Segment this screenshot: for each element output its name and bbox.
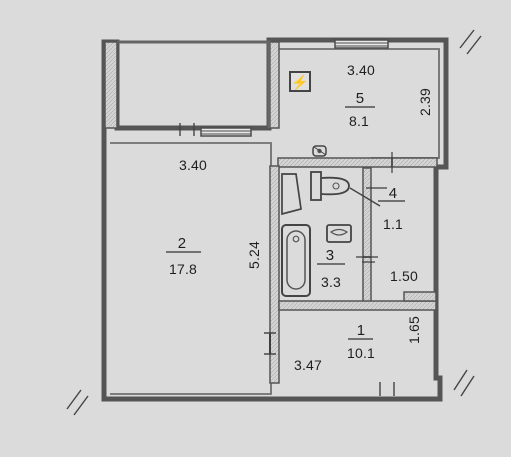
walls <box>101 37 449 402</box>
room1-width-label: 3.47 <box>294 357 322 373</box>
room5-depth-label: 2.39 <box>417 88 433 116</box>
sink <box>326 224 352 243</box>
room3-depth-label: 1.50 <box>390 268 418 284</box>
room3-number-label: 3 <box>326 247 335 264</box>
top-extension <box>104 40 271 129</box>
room3-area-label: 3.3 <box>321 274 341 290</box>
wall-divider-bottom-service <box>278 300 437 311</box>
mark-exterior-bottom-right-2 <box>460 375 475 397</box>
mark-room4-diagonal <box>349 187 381 207</box>
washing-board <box>281 173 302 216</box>
window-kitchen <box>334 39 389 49</box>
mark-exterior-top-right-2 <box>466 35 482 55</box>
top-extension-wall <box>104 41 118 129</box>
mark-exterior-bottom-left-2 <box>73 395 89 416</box>
room5-width-label: 3.40 <box>347 62 375 78</box>
wall-divider-living-kitchen <box>269 41 280 129</box>
mark-small-arrow <box>313 146 327 156</box>
fixtures: ⚡ <box>281 71 352 297</box>
toilet-cistern <box>310 171 322 201</box>
wall-divider-upper-service <box>277 157 438 168</box>
labels: 3.40 5 8.1 2.39 3.40 2 17.8 5.24 4 1.1 3… <box>166 62 433 373</box>
mark-exterior-bottom-left <box>66 389 82 410</box>
electrical-panel <box>289 71 311 92</box>
bathtub-drain <box>292 235 300 243</box>
mark-exterior-bottom-right <box>453 369 468 391</box>
bathtub-inner <box>286 230 306 290</box>
doors <box>264 152 393 355</box>
electrical-panel-symbol: ⚡ <box>291 74 309 91</box>
outer-wall-main <box>101 37 449 402</box>
wall-divider-right-closet <box>403 291 437 302</box>
wall-divider-small-closet <box>362 167 372 310</box>
windows <box>200 39 389 137</box>
room4-area-label: 1.1 <box>383 216 403 232</box>
kitchen-sink <box>312 145 327 157</box>
room5-number-label: 5 <box>356 90 365 107</box>
sink-bowl <box>329 228 349 236</box>
room1-area-label: 10.1 <box>347 345 375 361</box>
toilet-seat <box>332 182 340 190</box>
room2-depth-label: 5.24 <box>246 241 262 269</box>
bathtub <box>281 224 311 297</box>
room2-width-label: 3.40 <box>179 157 207 173</box>
room4-number-label: 4 <box>389 185 398 202</box>
room1-number-label: 1 <box>357 322 366 339</box>
toilet-bowl <box>320 176 350 196</box>
room2-area-label: 17.8 <box>169 261 197 277</box>
top-extension-frame <box>117 40 271 128</box>
window-living-room <box>200 127 252 137</box>
room5-area-label: 8.1 <box>349 113 369 129</box>
mark-exterior-top-right <box>459 29 475 49</box>
wall-divider-vertical <box>269 165 280 384</box>
room1-depth-label: 1.65 <box>406 316 422 344</box>
marks <box>66 29 482 416</box>
room2-number-label: 2 <box>178 235 187 252</box>
